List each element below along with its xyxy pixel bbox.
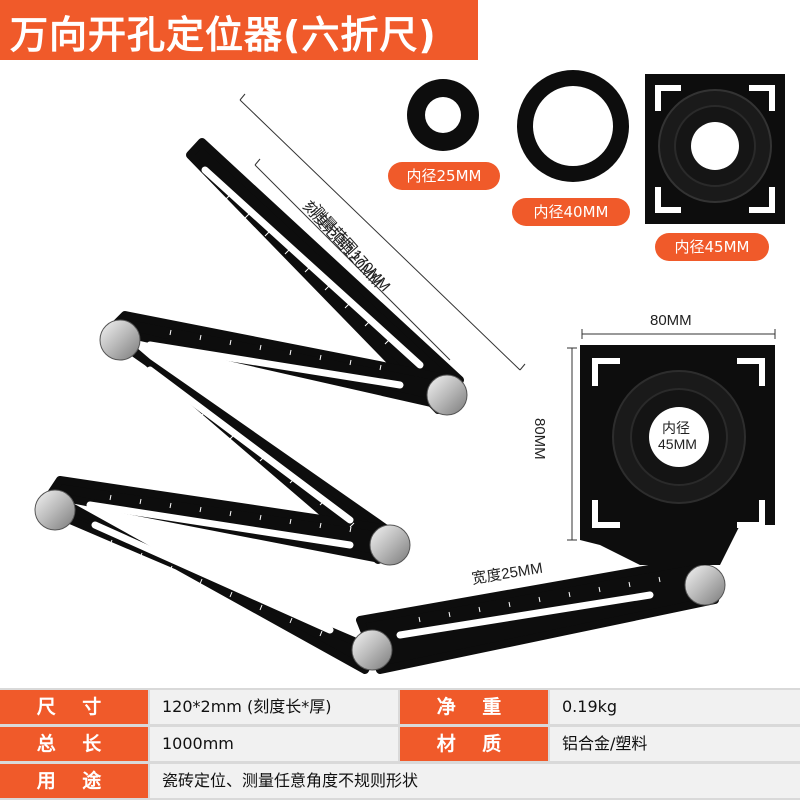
locator-plate xyxy=(580,345,775,565)
plate-dimension-lines xyxy=(567,329,776,541)
measure-guide-lines xyxy=(239,93,526,371)
spec-row-use: 用 途 瓷砖定位、测量任意角度不规则形状 xyxy=(0,764,800,798)
size-label: 尺 寸 xyxy=(0,690,148,724)
plate-inner-label-line2: 45MM xyxy=(658,436,697,452)
spec-table: 尺 寸 120*2mm (刻度长*厚) 净 重 0.19kg 总 长 1000m… xyxy=(0,688,800,800)
square-locator-45-image xyxy=(645,74,785,224)
use-value: 瓷砖定位、测量任意角度不规则形状 xyxy=(150,764,800,798)
ring-45-label: 内径45MM xyxy=(655,233,769,261)
plate-height-label: 80MM xyxy=(531,418,548,460)
product-illustration xyxy=(34,70,785,674)
folding-ruler xyxy=(34,138,726,674)
plate-inner-label-line1: 内径 xyxy=(662,420,690,436)
spec-row-length-material: 总 长 1000mm 材 质 铝合金/塑料 xyxy=(0,727,800,761)
ring-40-label: 内径40MM xyxy=(512,198,630,226)
ring-40-image xyxy=(517,70,629,182)
use-label: 用 途 xyxy=(0,764,148,798)
plate-width-label: 80MM xyxy=(650,312,692,329)
weight-value: 0.19kg xyxy=(550,690,800,724)
ring-25-label: 内径25MM xyxy=(388,162,500,190)
ruler-knobs xyxy=(34,319,726,671)
ring-25-image xyxy=(407,79,479,151)
weight-label: 净 重 xyxy=(400,690,548,724)
title-banner: 万向开孔定位器(六折尺) xyxy=(0,0,478,60)
size-value: 120*2mm (刻度长*厚) xyxy=(150,690,398,724)
material-label: 材 质 xyxy=(400,727,548,761)
spec-row-size-weight: 尺 寸 120*2mm (刻度长*厚) 净 重 0.19kg xyxy=(0,690,800,724)
length-value: 1000mm xyxy=(150,727,398,761)
material-value: 铝合金/塑料 xyxy=(550,727,800,761)
product-title: 万向开孔定位器(六折尺) xyxy=(10,13,437,57)
length-label: 总 长 xyxy=(0,727,148,761)
